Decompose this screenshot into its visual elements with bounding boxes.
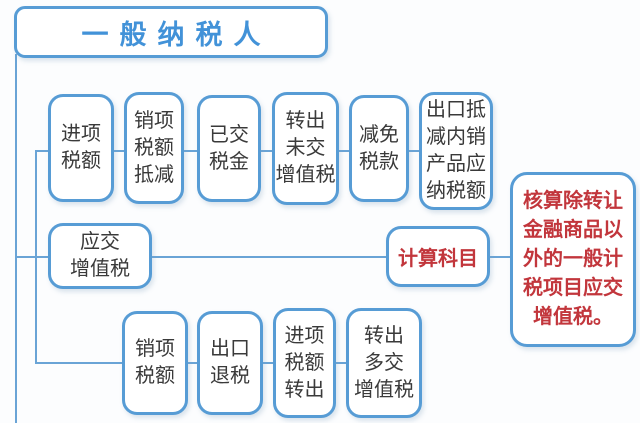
node-calculation-subject: 计算科目 (386, 226, 490, 287)
node-output-vat-offset: 销项 税额 抵减 (124, 92, 184, 204)
transfer-out-overpaid-vat-label: 转出 多交 增值税 (354, 324, 414, 401)
connector-left-trunk (15, 54, 17, 423)
vat-payable-label: 应交 增值税 (70, 231, 130, 280)
connector-mid-horizontal (15, 256, 510, 258)
node-accounting-note: 核算除转让 金融商品以 外的一般计 税项目应交 增值税。 (510, 172, 636, 347)
node-output-vat: 销项 税额 (122, 311, 188, 415)
node-tax-relief: 减免 税款 (349, 95, 409, 202)
export-rebate-label: 出口 退税 (210, 338, 250, 387)
accounting-note-label: 核算除转让 金融商品以 外的一般计 税项目应交 增值税。 (523, 190, 623, 328)
output-vat-offset-label: 销项 税额 抵减 (134, 109, 174, 186)
node-export-offset-domestic-tax: 出口抵 减内销 产品应 纳税额 (419, 92, 493, 210)
input-vat-transfer-out-label: 进项 税额 转出 (284, 324, 325, 401)
node-transfer-out-unpaid-vat: 转出 未交 增值税 (272, 92, 339, 205)
node-tax-paid: 已交 税金 (197, 95, 261, 202)
node-export-rebate: 出口 退税 (197, 311, 263, 415)
tax-paid-label: 已交 税金 (209, 123, 249, 173)
input-vat-label: 进项 税额 (61, 123, 101, 172)
general-taxpayer-label: 一般纳税人 (81, 19, 272, 50)
export-offset-domestic-tax-label: 出口抵 减内销 产品应 纳税额 (426, 99, 486, 202)
calculation-subject-label: 计算科目 (398, 248, 478, 270)
node-transfer-out-overpaid-vat: 转出 多交 增值税 (346, 308, 422, 418)
tax-relief-label: 减免 税款 (359, 123, 399, 173)
output-vat-label: 销项 税额 (135, 338, 175, 387)
node-input-vat: 进项 税额 (48, 94, 114, 202)
node-general-taxpayer: 一般纳税人 (14, 6, 328, 58)
transfer-out-unpaid-vat-label: 转出 未交 增值税 (275, 110, 336, 186)
node-vat-payable: 应交 增值税 (48, 223, 152, 289)
node-input-vat-transfer-out: 进项 税额 转出 (273, 308, 336, 418)
